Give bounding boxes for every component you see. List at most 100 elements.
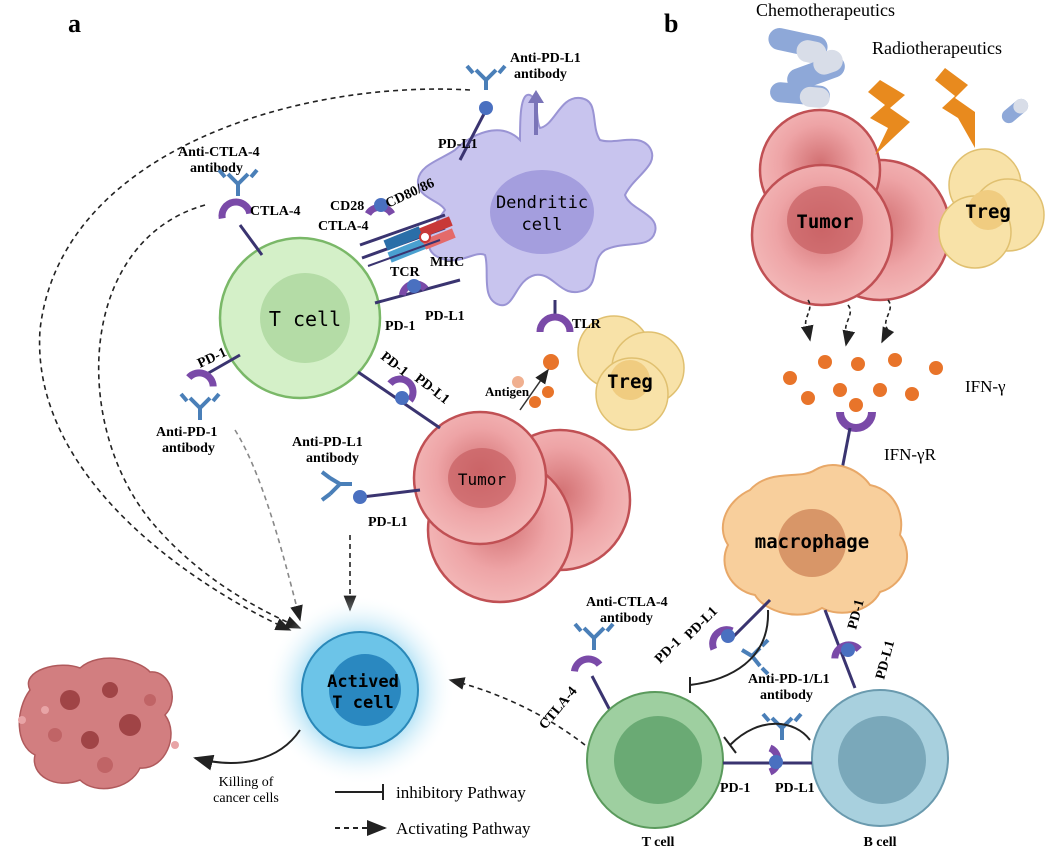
ctla4-inner-label: CTLA-4	[318, 219, 369, 234]
t-cell-b	[586, 691, 724, 829]
antigen-dot	[542, 386, 554, 398]
legend-activating: Activating Pathway	[396, 819, 531, 838]
anti-ctla4-2: antibody	[190, 161, 243, 176]
pill-icon	[770, 82, 830, 108]
b-cell-b	[811, 689, 949, 827]
antibody-icon	[465, 64, 507, 90]
macrophage	[721, 464, 909, 616]
arrow-anti-pdl1-top	[38, 88, 471, 631]
antibody-icon	[740, 638, 770, 676]
tumor-a-label: Tumor	[458, 470, 507, 489]
ifngr-receptor	[836, 411, 876, 432]
anti-pd1l1-1: Anti-PD-1/L1	[748, 672, 830, 687]
antigen-dot	[529, 396, 541, 408]
antigen-dot	[543, 354, 559, 370]
ifng-label: IFN-γ	[965, 377, 1006, 396]
pdl1-receptor	[769, 755, 783, 769]
pdl1-right-label: PD-L1	[425, 309, 465, 324]
pd1-left-label: PD-1	[195, 345, 229, 371]
antibody-icon	[573, 622, 615, 650]
actived-t-cell	[301, 631, 419, 749]
inhibit-line-lower	[729, 722, 811, 746]
anti-pd1-1: Anti-PD-1	[156, 425, 217, 440]
actived-label-1: Actived	[327, 672, 399, 692]
pdl1-receptor	[479, 101, 493, 115]
anti-ctla4-b-2: antibody	[600, 611, 653, 626]
anti-pdl1-top-1: Anti-PD-L1	[510, 51, 581, 66]
treg-a	[577, 315, 685, 431]
pdl1-receptor	[353, 490, 367, 504]
killing-arrow	[193, 729, 301, 771]
ifn-gamma-dots	[783, 353, 943, 405]
pd1-receptor	[387, 375, 417, 403]
anti-ctla4-b-1: Anti-CTLA-4	[586, 595, 668, 610]
dendritic-label-2: cell	[522, 215, 563, 235]
cd8086-receptor	[374, 198, 388, 212]
killing-label-1: Killing of	[219, 775, 274, 790]
dead-cancer-cells-icon	[18, 657, 179, 790]
dendritic-label-1: Dendritic	[496, 193, 588, 213]
pd1-tumor-label: PD-1	[378, 349, 411, 379]
anti-pdl1-top-2: antibody	[514, 67, 567, 82]
pdl1-dc-label: PD-L1	[438, 137, 478, 152]
ctla4-b-label: CTLA-4	[537, 684, 581, 732]
anti-ctla4-1: Anti-CTLA-4	[178, 145, 260, 160]
t-cell-b-label: T cell	[642, 835, 675, 849]
actived-label-2: T cell	[332, 693, 393, 713]
panel-label-b: b	[664, 9, 678, 38]
pd1-bottom: PD-1	[720, 781, 750, 796]
antibody-icon	[217, 168, 259, 196]
antibody-icon	[320, 470, 352, 502]
tcr-label: TCR	[390, 265, 420, 280]
pdl1-receptor	[721, 629, 735, 643]
ctla4-a-label: CTLA-4	[250, 204, 301, 219]
t-cell-a-label: T cell	[269, 307, 341, 331]
pdl1-receptor	[407, 279, 421, 293]
pdl1-bottom: PD-L1	[775, 781, 815, 796]
inhibit-line-upper	[689, 609, 770, 686]
ifngr-label: IFN-γR	[884, 445, 937, 464]
arrow-anti-pd1	[234, 429, 303, 622]
mhc-label: MHC	[430, 255, 464, 270]
dendritic-cell	[416, 93, 657, 307]
tcr-receptor	[383, 226, 427, 263]
antigen-label: Antigen	[485, 384, 530, 399]
antigen-dot	[512, 376, 524, 388]
pdl1-b-right: PD-L1	[873, 639, 898, 681]
pill-icon	[1001, 98, 1029, 124]
tumor-b	[750, 108, 952, 307]
pdl1-receptor	[841, 643, 855, 657]
chemo-label: Chemotherapeutics	[756, 0, 895, 20]
t-cell-a	[218, 236, 382, 400]
lightning-icon	[868, 80, 910, 155]
anti-pd1-2: antibody	[162, 441, 215, 456]
pdl1-tumor-left-label: PD-L1	[368, 515, 408, 530]
tlr-label: TLR	[572, 317, 602, 332]
pill-icon	[787, 49, 845, 91]
pd1-right-label: PD-1	[385, 319, 415, 334]
killing-label-2: cancer cells	[213, 791, 279, 806]
anti-pdl1-mid-2: antibody	[306, 451, 359, 466]
pdl1-receptor	[395, 391, 409, 405]
tumor-b-label: Tumor	[796, 211, 853, 233]
treg-b	[938, 148, 1045, 269]
antibody-icon	[179, 392, 221, 420]
tlr-receptor	[536, 313, 574, 333]
pd1-receptor	[186, 369, 217, 387]
anti-pd1l1-2: antibody	[760, 688, 813, 703]
anti-pdl1-mid-1: Anti-PD-L1	[292, 435, 363, 450]
arrow-anti-ctla4	[97, 204, 302, 629]
pdl1-tumor-label: PD-L1	[412, 371, 452, 407]
radio-label: Radiotherapeutics	[872, 38, 1002, 58]
cd28-label: CD28	[330, 199, 364, 214]
treg-b-label: Treg	[965, 201, 1011, 223]
macrophage-label: macrophage	[755, 531, 869, 553]
ctla4-receptor	[570, 655, 603, 673]
pd1-b-left: PD-1	[652, 635, 684, 667]
legend-inhibitory: inhibitory Pathway	[396, 783, 526, 802]
tumor-a	[412, 410, 632, 604]
legend	[335, 784, 387, 836]
lightning-icon	[935, 68, 975, 148]
panel-label-a: a	[68, 9, 81, 38]
